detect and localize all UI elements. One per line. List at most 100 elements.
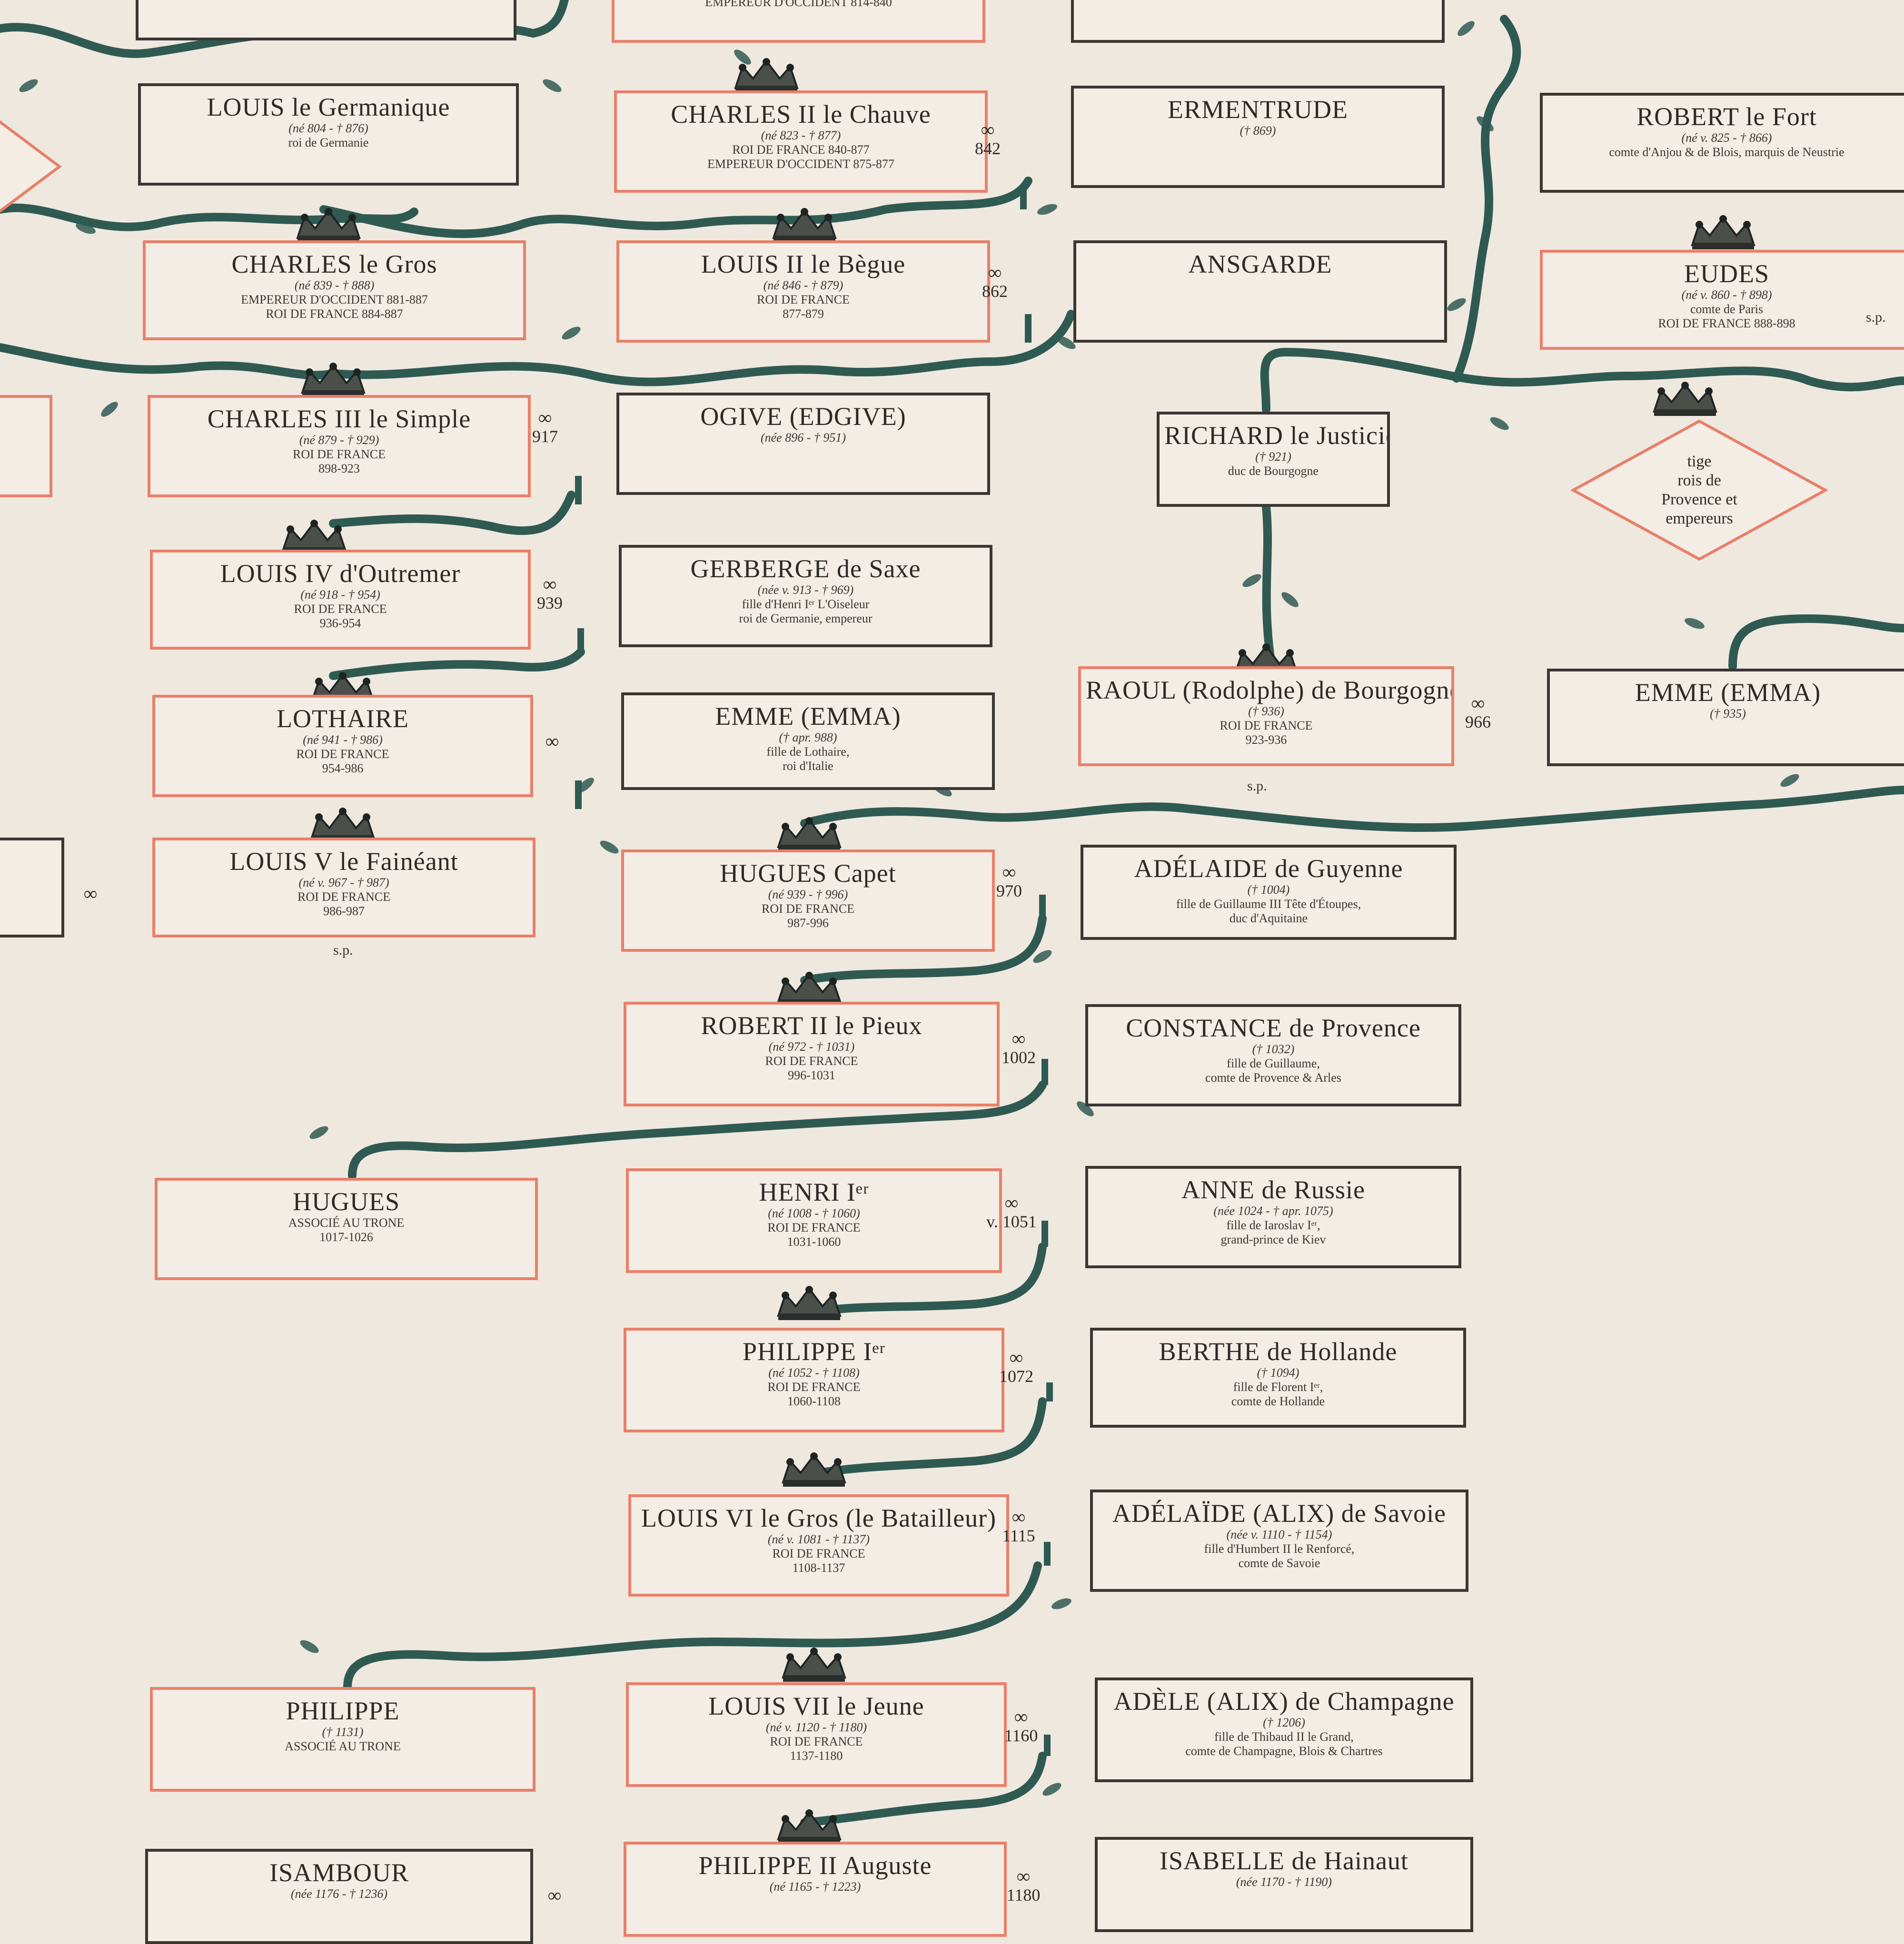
- person-box-hugues-capet: HUGUES Capet(né 939 - † 996)ROI DE FRANC…: [621, 849, 995, 952]
- person-detail: EMPEREUR D'OCCIDENT 814-840: [705, 0, 892, 9]
- person-box-charles3: CHARLES III le Simple(né 879 - † 929)ROI…: [148, 395, 531, 497]
- diamond-line: empereurs: [1666, 510, 1733, 527]
- person-box-louis7: LOUIS VII le Jeune(né v. 1120 - † 1180)R…: [626, 1682, 1007, 1787]
- marriage-marker: ∞: [524, 730, 581, 752]
- note-sans-posterite: s.p.: [333, 942, 353, 958]
- branch-diamond: tige rois de Provence et empereurs: [1570, 419, 1829, 562]
- person-detail: ROI DE FRANCE: [761, 902, 854, 916]
- person-name: ISABELLE de Hainaut: [1160, 1846, 1408, 1875]
- vine-branch: [348, 1081, 1047, 1180]
- person-detail: ROI DE FRANCE: [296, 747, 389, 761]
- person-box-philippe: PHILIPPE(† 1131)ASSOCIÉ AU TRONE: [150, 1687, 536, 1792]
- person-detail: grand-prince de Kiev: [1220, 1233, 1326, 1246]
- leaf-icon: [1037, 204, 1057, 215]
- person-name: ROBERT II le Pieux: [701, 1011, 922, 1040]
- person-detail: (né 1165 - † 1223): [769, 1880, 861, 1894]
- person-box-left1: [0, 395, 52, 497]
- person-detail: (née 1024 - † apr. 1075): [1213, 1204, 1333, 1218]
- person-box-isambour: ISAMBOUR(née 1176 - † 1236): [145, 1849, 533, 1944]
- person-detail: (née v. 1110 - † 1154): [1226, 1528, 1332, 1541]
- person-detail: († 1206): [1263, 1716, 1305, 1729]
- person-box-ogive: OGIVE (EDGIVE)(née 896 - † 951): [616, 393, 990, 495]
- marriage-year: 1180: [1006, 1885, 1041, 1905]
- person-box-gerberge: GERBERGE de Saxe(née v. 913 - † 969)fill…: [619, 545, 992, 647]
- marriage-symbol: ∞: [1471, 692, 1485, 714]
- person-detail: (né 972 - † 1031): [768, 1040, 855, 1054]
- marriage-symbol: ∞: [1014, 1706, 1028, 1727]
- person-box-louis2: LOUIS II le Bègue(né 846 - † 879)ROI DE …: [616, 240, 990, 343]
- diamond-line: tige: [1687, 453, 1712, 470]
- marriage-year: 917: [532, 427, 558, 446]
- marriage-symbol: ∞: [1016, 1865, 1031, 1887]
- person-detail: 923-936: [1245, 733, 1287, 747]
- marriage-marker: ∞862: [966, 263, 1023, 301]
- person-detail: (né 846 - † 879): [763, 278, 843, 292]
- person-detail: († 936): [1248, 704, 1284, 718]
- vine-branch: [800, 1397, 1047, 1480]
- person-detail: (né 941 - † 986): [303, 733, 383, 747]
- marriage-year: 939: [537, 593, 563, 612]
- vine-branch: [0, 343, 337, 380]
- person-box-raoul: RAOUL (Rodolphe) de Bourgogne(† 936)ROI …: [1078, 666, 1454, 766]
- person-detail: roi d'Italie: [783, 759, 833, 773]
- person-detail: fille de Guillaume III Tête d'Étoupes,: [1176, 897, 1361, 911]
- vine-branch: [329, 648, 585, 680]
- person-box-richard: RICHARD le Justicier(† 921)duc de Bourgo…: [1157, 412, 1390, 507]
- person-detail: (né 1008 - † 1060): [768, 1206, 860, 1220]
- leaf-icon: [577, 778, 594, 793]
- person-detail: (né 1052 - † 1108): [768, 1366, 860, 1380]
- person-name: EUDES: [1684, 259, 1769, 288]
- person-box-adelaide-guy: ADÉLAIDE de Guyenne(† 1004)fille de Guil…: [1081, 845, 1457, 940]
- person-detail: ASSOCIÉ AU TRONE: [285, 1739, 401, 1753]
- person-box-henri1: HENRI Iᵉʳ(né 1008 - † 1060)ROI DE FRANCE…: [626, 1168, 1002, 1273]
- diamond-shape: [0, 120, 62, 213]
- marriage-year: 1115: [1002, 1526, 1035, 1545]
- person-detail: 1031-1060: [787, 1235, 841, 1249]
- person-detail: 987-996: [787, 916, 829, 930]
- person-detail: (née v. 913 - † 969): [757, 583, 854, 597]
- person-name: CHARLES III le Simple: [207, 405, 471, 433]
- leaf-icon: [1281, 592, 1299, 607]
- person-name: HENRI Iᵉʳ: [759, 1178, 869, 1206]
- marriage-marker: ∞: [526, 1886, 583, 1905]
- person-detail: ROI DE FRANCE 888-898: [1658, 316, 1795, 330]
- leaf-icon: [1490, 417, 1509, 430]
- person-detail: († 1131): [322, 1725, 364, 1739]
- person-detail: (né 939 - † 996): [768, 888, 848, 901]
- person-detail: fille de Lothaire,: [766, 745, 850, 759]
- person-detail: ROI DE FRANCE: [765, 1054, 858, 1068]
- person-detail: ROI DE FRANCE: [292, 447, 386, 461]
- leaf-icon: [734, 49, 751, 65]
- marriage-marker: ∞1002: [990, 1029, 1047, 1067]
- marriage-marker: ∞1160: [992, 1706, 1050, 1746]
- leaf-icon: [19, 79, 38, 92]
- person-detail: ROI DE FRANCE: [767, 1221, 861, 1234]
- person-detail: (née 896 - † 951): [760, 431, 846, 444]
- person-detail: ASSOCIÉ AU TRONE: [288, 1216, 405, 1230]
- marriage-symbol: ∞: [545, 730, 559, 752]
- person-name: ERMENTRUDE: [1168, 95, 1348, 124]
- marriage-symbol: ∞: [1012, 1506, 1026, 1528]
- leaf-icon: [543, 79, 562, 92]
- marriage-marker: ∞v. 1051: [983, 1194, 1040, 1232]
- person-detail: duc de Bourgogne: [1228, 464, 1319, 478]
- person-detail: ROI DE FRANCE: [767, 1380, 861, 1394]
- person-name: LOUIS IV d'Outremer: [220, 559, 461, 588]
- crown-icon: [301, 363, 366, 397]
- leaf-icon: [1458, 21, 1475, 36]
- person-detail: ROI DE FRANCE: [756, 293, 850, 306]
- person-name: ADÉLAIDE de Guyenne: [1134, 854, 1403, 883]
- leaf-icon: [300, 1640, 319, 1653]
- marriage-marker: ∞1180: [995, 1865, 1052, 1905]
- person-name: CONSTANCE de Provence: [1126, 1014, 1421, 1042]
- leaf-icon: [1447, 298, 1466, 311]
- vine-branch: [1262, 503, 1275, 666]
- person-box-isabelle: ISABELLE de Hainaut(née 1170 - † 1190): [1095, 1837, 1473, 1932]
- marriage-year: 966: [1465, 712, 1491, 731]
- person-detail: (né 823 - † 877): [761, 128, 841, 142]
- person-name: PHILIPPE: [286, 1697, 400, 1725]
- person-name: LOUIS II le Bègue: [701, 250, 906, 278]
- person-detail: comte de Hollande: [1231, 1394, 1325, 1408]
